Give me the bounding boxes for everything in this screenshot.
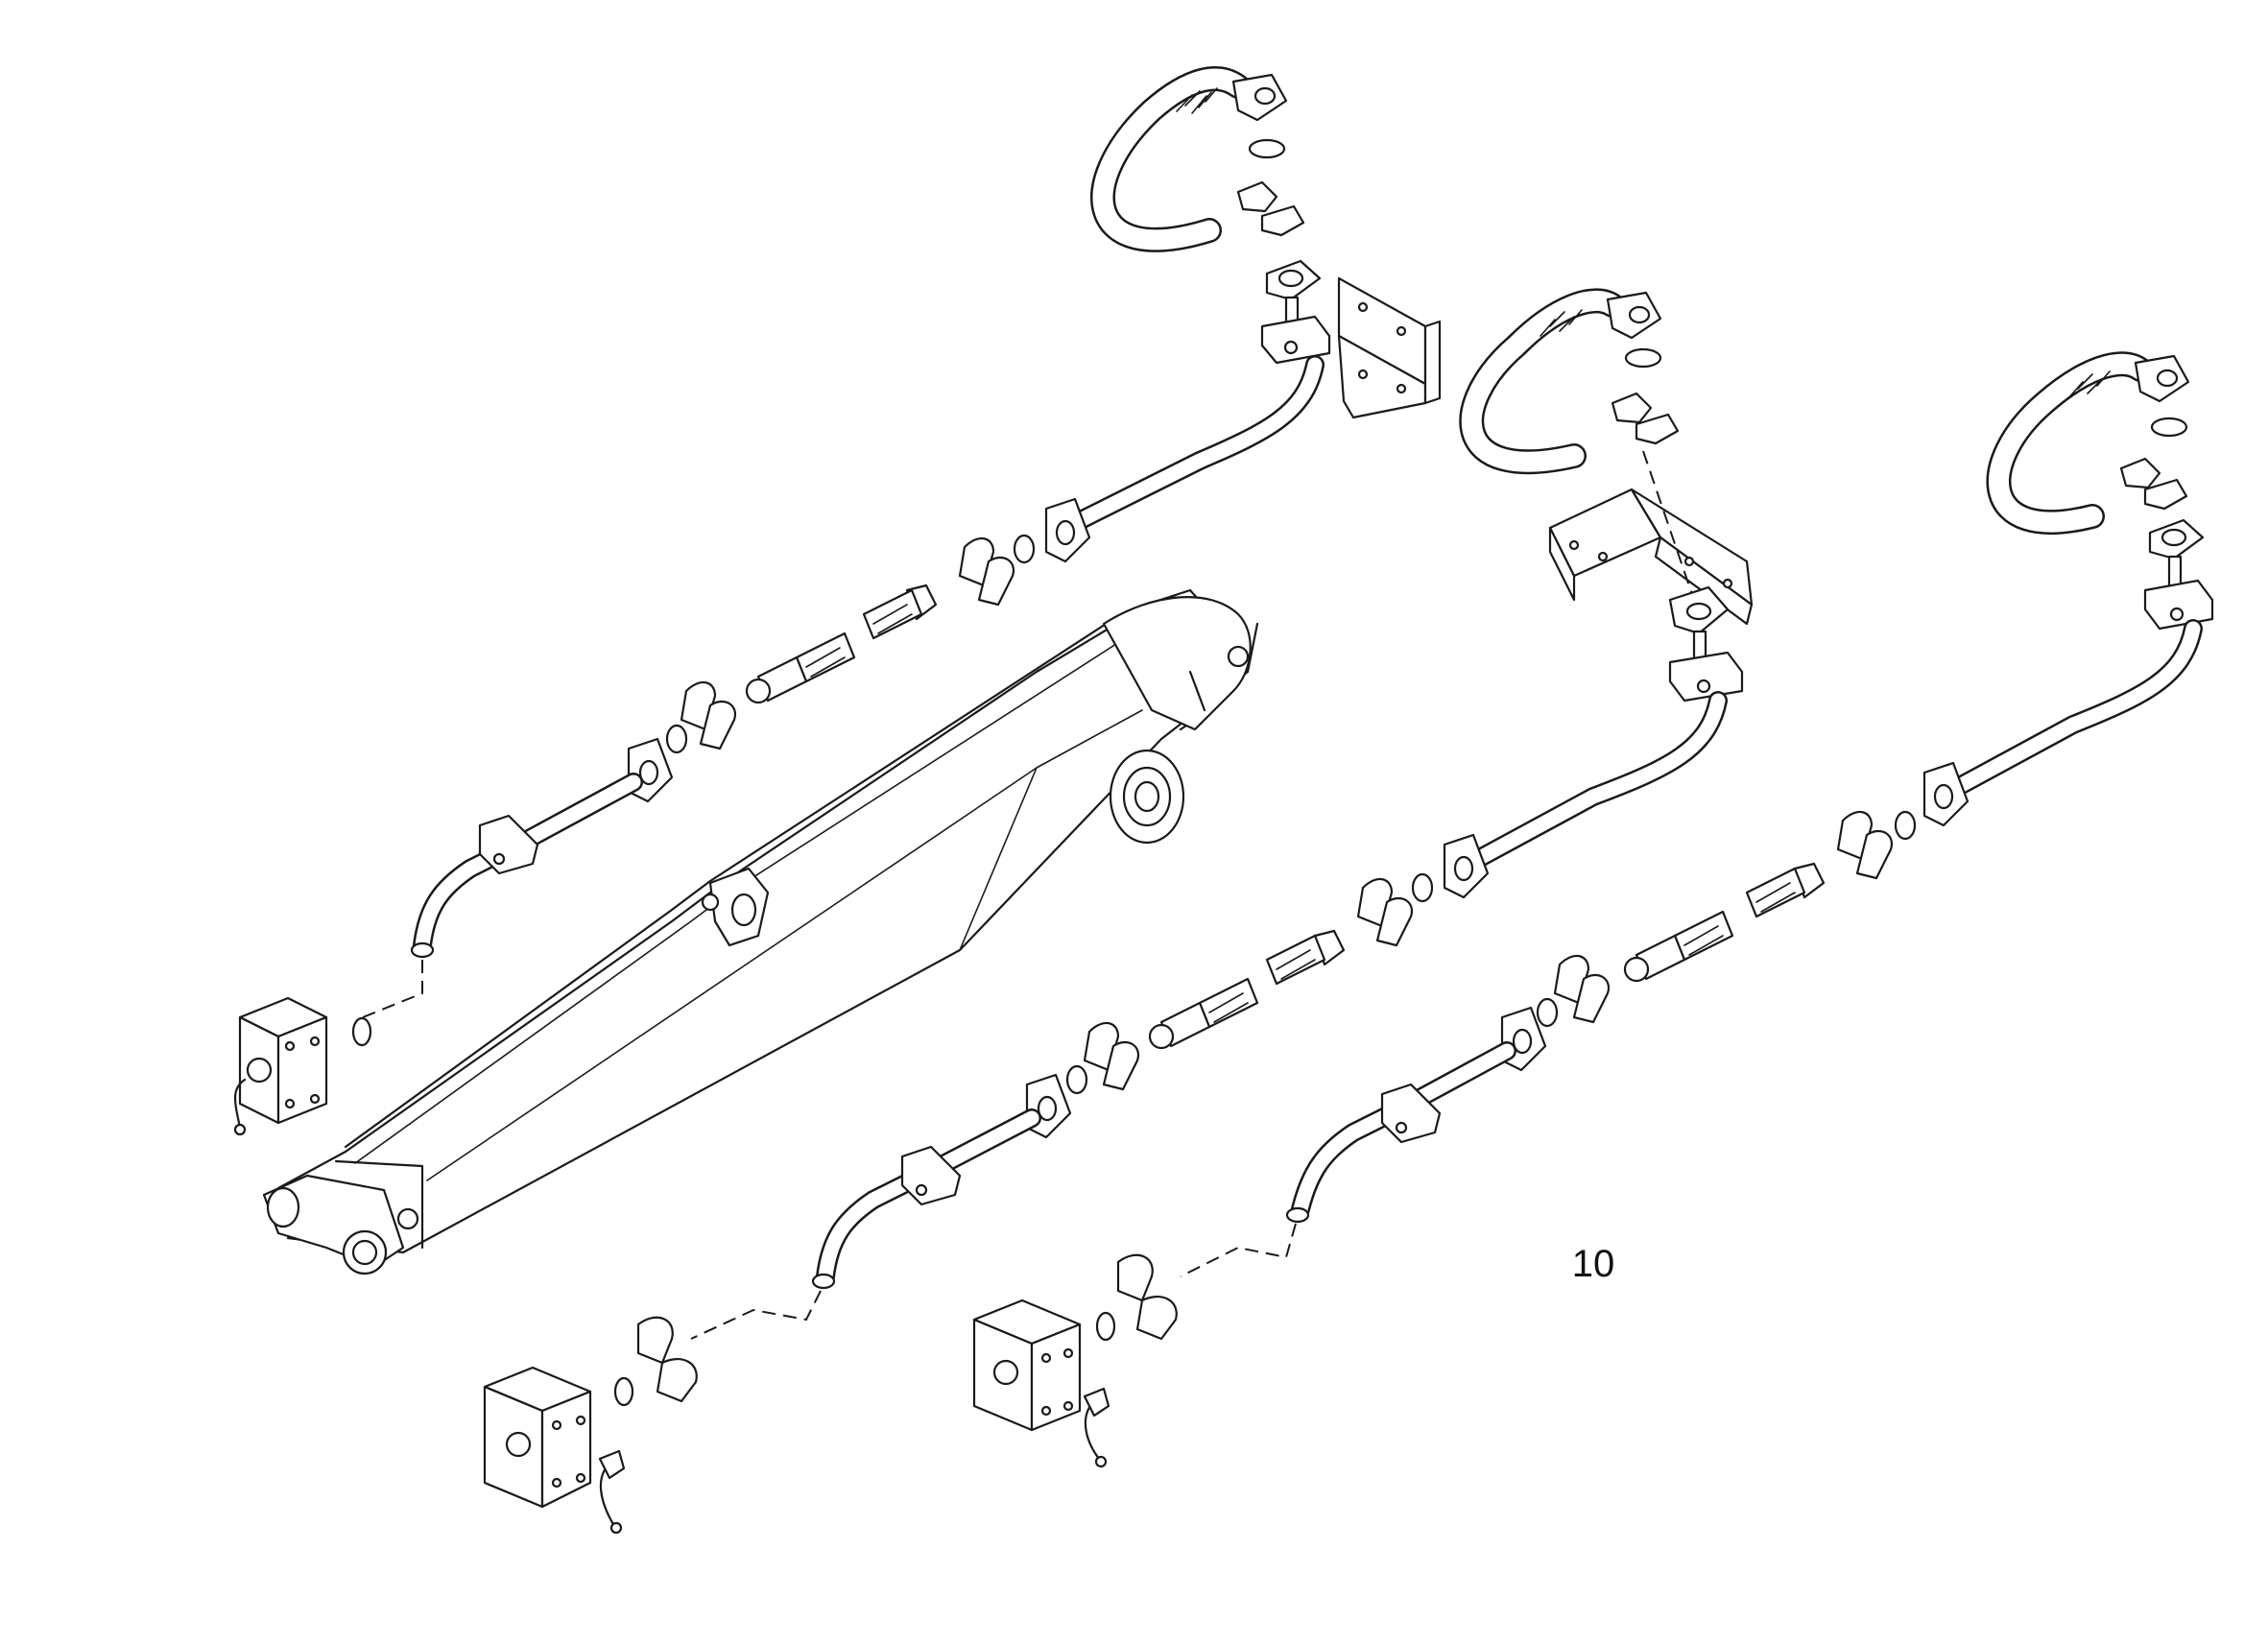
hose-assembly-top-right: [1986, 351, 2190, 535]
boom-arm: [262, 588, 1259, 1275]
pipe-assembly-middle: [483, 450, 1744, 1535]
figure-label: 10: [1572, 1243, 1615, 1285]
mounting-bracket-left: [1337, 276, 1442, 419]
pipe-assembly-right: [972, 518, 2214, 1468]
pipe-assembly-upper-left: [233, 259, 1331, 1136]
hose-assembly-top-left: [1090, 66, 1305, 252]
hose-assembly-top-middle: [1459, 288, 1680, 475]
